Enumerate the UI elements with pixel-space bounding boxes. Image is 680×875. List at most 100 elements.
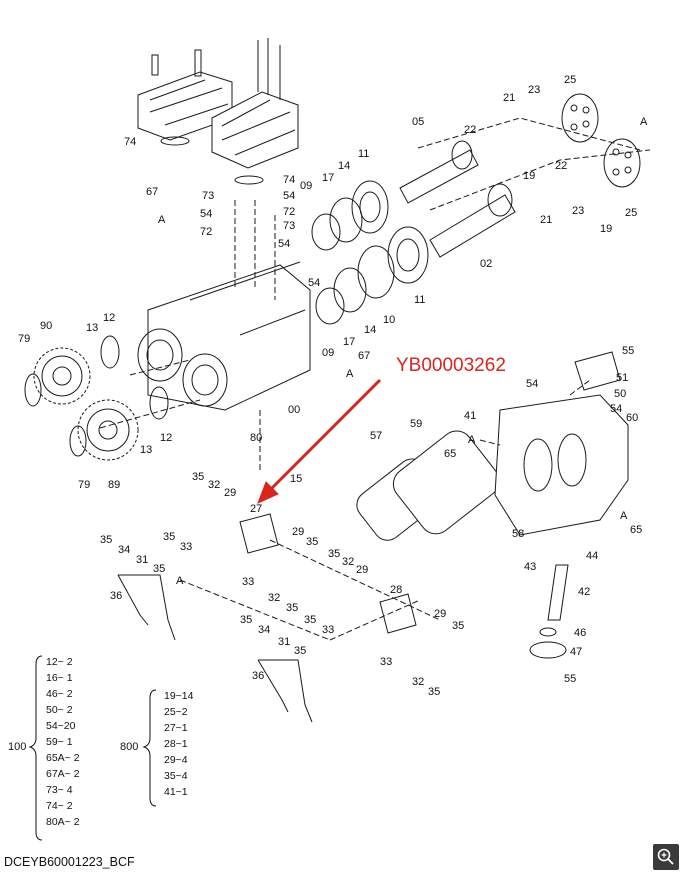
part-label: 42 (578, 586, 591, 598)
part-label: 27 (250, 503, 263, 515)
shaft-02 (429, 183, 516, 258)
part-label: 33 (380, 656, 393, 668)
part-label: 36 (110, 590, 123, 602)
part-label: 21 (540, 214, 553, 226)
part-label: 13 (86, 322, 99, 334)
part-label: 11 (414, 294, 426, 306)
part-label: 72 (200, 226, 213, 238)
legend100-brace (28, 655, 43, 841)
gear-89 (77, 399, 139, 461)
part-label: 35 (163, 531, 176, 543)
pump-housing (137, 261, 311, 411)
part-label: 15 (290, 473, 303, 485)
legend-item: 28~1 (164, 738, 188, 750)
swash-block-28 (379, 593, 417, 634)
legend100-label: 100 (8, 741, 27, 753)
legend-item: 50~ 2 (46, 704, 73, 716)
part-label: A (620, 510, 628, 522)
legend-item: 29~4 (164, 754, 188, 766)
legend-item: 35~4 (164, 770, 188, 782)
part-label: 59 (410, 418, 423, 430)
part-label: 34 (118, 544, 131, 556)
part-label: 65 (630, 524, 643, 536)
part-label: 58 (512, 528, 525, 540)
bearing-set-upper (311, 180, 389, 251)
part-label: 17 (343, 336, 356, 348)
part-label: 35 (428, 686, 441, 698)
part-label: 29 (224, 487, 237, 499)
cylinder-barrel-lower (603, 138, 641, 188)
part-label: 65 (444, 448, 457, 460)
part-label: 19 (600, 223, 613, 235)
part-label: 73 (283, 220, 296, 232)
part-label: A (346, 368, 354, 380)
part-label: 35 (240, 614, 253, 626)
part-label: 35 (304, 614, 317, 626)
legend-item: 65A~ 2 (46, 752, 80, 764)
part-label: 09 (300, 180, 313, 192)
part-label: 50 (614, 388, 627, 400)
part-label: 79 (18, 333, 31, 345)
part-label: 09 (322, 347, 335, 359)
legend-item: 74~ 2 (46, 800, 73, 812)
legend100-list: 12~ 2 16~ 1 46~ 2 50~ 2 54~20 59~ 1 65A~… (46, 654, 80, 830)
shaft-05 (399, 140, 479, 204)
legend-item: 73~ 4 (46, 784, 73, 796)
part-label: 25 (625, 207, 638, 219)
part-label: 29 (434, 608, 447, 620)
zoom-button[interactable] (653, 844, 679, 870)
lever-36-right (257, 659, 313, 723)
part-label: 29 (292, 526, 305, 538)
part-label: 13 (140, 444, 153, 456)
part-label: 54 (308, 277, 321, 289)
part-label: 32 (342, 556, 355, 568)
legend-item: 46~ 2 (46, 688, 73, 700)
legend800-label: 800 (120, 741, 139, 753)
cylinder-barrel-upper (561, 93, 599, 143)
part-label: 35 (294, 645, 307, 657)
part-label: 47 (570, 646, 583, 658)
part-label: 32 (208, 479, 221, 491)
part-label: 72 (283, 206, 296, 218)
part-label: 54 (200, 208, 213, 220)
part-label: 55 (564, 673, 577, 685)
part-label: 36 (252, 670, 265, 682)
legend-item: 19~14 (164, 690, 194, 702)
bearing-set-lower (315, 226, 429, 325)
part-label: 54 (610, 403, 623, 415)
part-label: 43 (524, 561, 537, 573)
part-label: 12 (160, 432, 173, 444)
legend-item: 16~ 1 (46, 672, 73, 684)
part-label: 79 (78, 479, 91, 491)
part-label: 31 (136, 554, 149, 566)
legend-item: 80A~ 2 (46, 816, 80, 828)
drawing-code: DCEYB60001223_BCF (4, 855, 135, 869)
part-label: 22 (555, 160, 568, 172)
part-label: 60 (626, 412, 639, 424)
part-label: 17 (322, 172, 335, 184)
legend800-brace (142, 689, 157, 807)
part-label: 10 (383, 314, 396, 326)
part-label: 34 (258, 624, 271, 636)
part-label: A (468, 434, 476, 446)
legend800-list: 19~14 25~2 27~1 28~1 29~4 35~4 41~1 (164, 688, 194, 800)
part-label: 80 (250, 432, 263, 444)
part-label: 05 (412, 116, 425, 128)
part-label: 33 (180, 541, 193, 553)
part-label: 32 (268, 592, 281, 604)
legend-item: 27~1 (164, 722, 188, 734)
part-label: 46 (574, 627, 587, 639)
part-label: 35 (286, 602, 299, 614)
part-label: 33 (242, 576, 255, 588)
part-label: 19 (523, 170, 536, 182)
gasket-59 (392, 430, 500, 535)
valve-assembly-right (211, 38, 299, 185)
part-label: 29 (356, 564, 369, 576)
part-label: 67 (358, 350, 371, 362)
part-label: 90 (40, 320, 53, 332)
part-label: 12 (103, 312, 116, 324)
gear-90 (33, 347, 91, 405)
part-label: 35 (306, 536, 319, 548)
part-label: 74 (283, 174, 296, 186)
